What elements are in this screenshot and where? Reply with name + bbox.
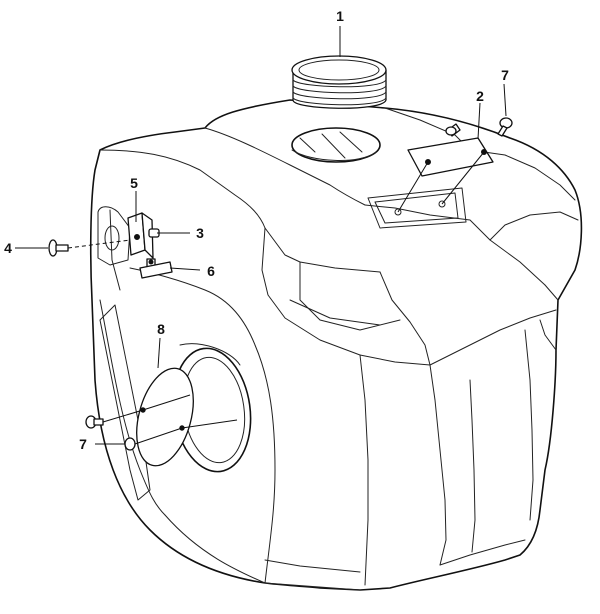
callout-4: 4 — [4, 240, 12, 256]
callout-leaders — [15, 26, 507, 445]
part-1-filler-cap — [291, 55, 387, 109]
callout-8: 8 — [157, 321, 165, 337]
part-7-lower-screws — [85, 409, 183, 451]
callout-7-lower: 7 — [79, 436, 87, 452]
callout-7-top: 7 — [501, 67, 509, 83]
part-4-bolt — [48, 239, 131, 257]
callout-5: 5 — [130, 175, 138, 191]
callout-2: 2 — [476, 88, 484, 104]
fuel-tank-body — [89, 99, 583, 591]
part-2-mounting-plate — [397, 137, 494, 213]
callout-6: 6 — [207, 263, 215, 279]
callout-3: 3 — [196, 225, 204, 241]
part-5-bracket — [127, 212, 154, 259]
part-7-top-screws — [445, 117, 513, 137]
part-6-fitting — [139, 258, 173, 279]
part-8-cover-disc — [136, 367, 238, 467]
callout-labels: 1 2 3 4 5 6 7 7 8 — [4, 8, 509, 452]
callout-1: 1 — [336, 8, 344, 24]
